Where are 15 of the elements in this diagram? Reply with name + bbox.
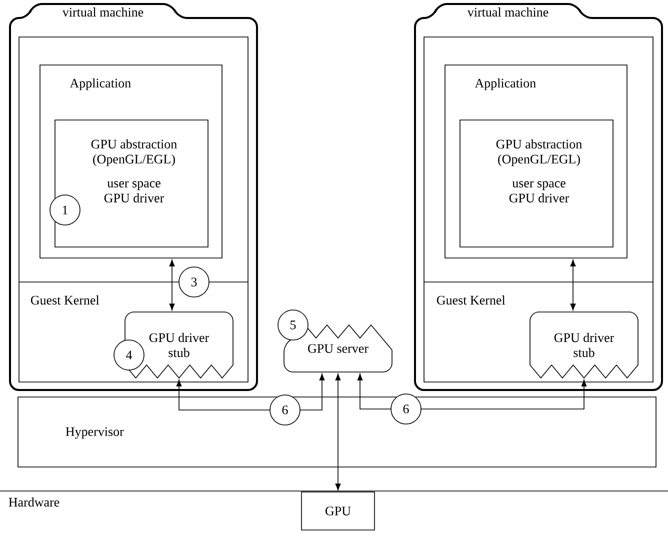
callout-number: 6 — [390, 394, 422, 424]
arrow — [570, 260, 576, 310]
callout-number: 4 — [114, 340, 144, 370]
region-label: Guest Kernel — [30, 295, 100, 305]
callout-number: 6 — [270, 394, 300, 426]
callout-number: 1 — [50, 194, 80, 226]
gpu-abstraction-box: GPU abstraction (OpenGL/EGL) user space GPU driver — [460, 120, 614, 248]
arrow — [335, 374, 341, 490]
arrow — [169, 260, 175, 310]
callout-number: 3 — [178, 266, 210, 298]
region-label: Guest Kernel — [436, 295, 506, 305]
gpu-box: GPU — [301, 492, 375, 530]
callout-number: 5 — [278, 310, 308, 340]
arrow — [357, 374, 587, 410]
region-label: Hardware — [8, 497, 60, 507]
